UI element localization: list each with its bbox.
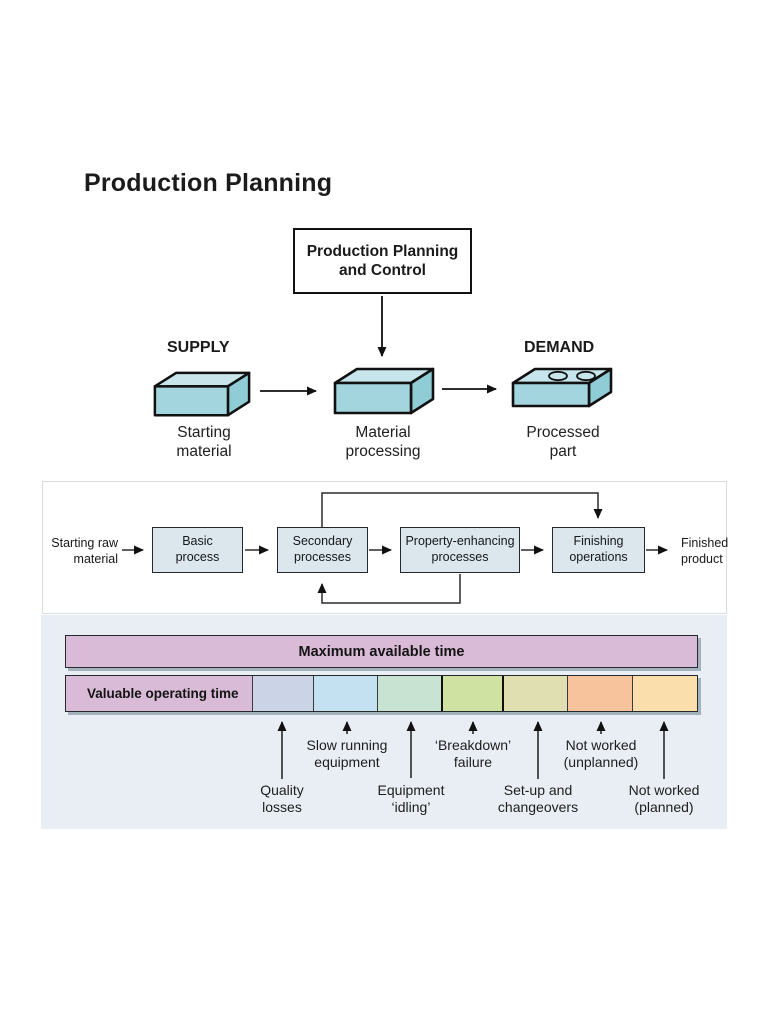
callout-setup-changeovers: Set-up and changeovers [497,782,579,815]
flow-box-secondary-processes: Secondary processes [277,527,368,573]
callout-equipment-idling: Equipment ‘idling’ [377,782,445,815]
callout-quality-losses: Quality losses [260,782,304,815]
time-segment [312,676,378,711]
time-segment [501,676,567,711]
callout-slow-running-equipment: Slow running equipment [306,737,388,770]
material-block-icon [333,367,435,415]
flow-input-label: Starting raw material [51,536,118,567]
supply-label: SUPPLY [167,339,230,356]
time-segment: Valuable operating time [66,676,253,711]
time-segment [252,676,313,711]
time-segment [441,676,502,711]
time-segment [631,676,697,711]
material-block-icon [153,371,251,417]
flow-box-property-enhancing: Property-enhancing processes [400,527,520,573]
production-planning-control-box: Production Planning and Control [293,228,472,294]
callout-breakdown-failure: ‘Breakdown’ failure [434,737,512,770]
time-segment [566,676,632,711]
time-segment [377,676,442,711]
station-label: Material processing [345,424,421,460]
station-label: Starting material [176,424,232,460]
page-title: Production Planning [84,169,333,197]
callout-not-worked-unplanned: Not worked (unplanned) [563,737,639,770]
callout-not-worked-planned: Not worked (planned) [628,782,700,815]
maximum-available-time-bar: Maximum available time [65,635,698,668]
flow-box-basic-process: Basic process [152,527,243,573]
flow-box-finishing-operations: Finishing operations [552,527,645,573]
station-label: Processed part [526,424,600,460]
processed-part-icon [511,367,613,408]
flow-output-label: Finished product [681,536,729,567]
operating-time-bar: Valuable operating time [65,675,698,712]
demand-label: DEMAND [524,339,595,356]
